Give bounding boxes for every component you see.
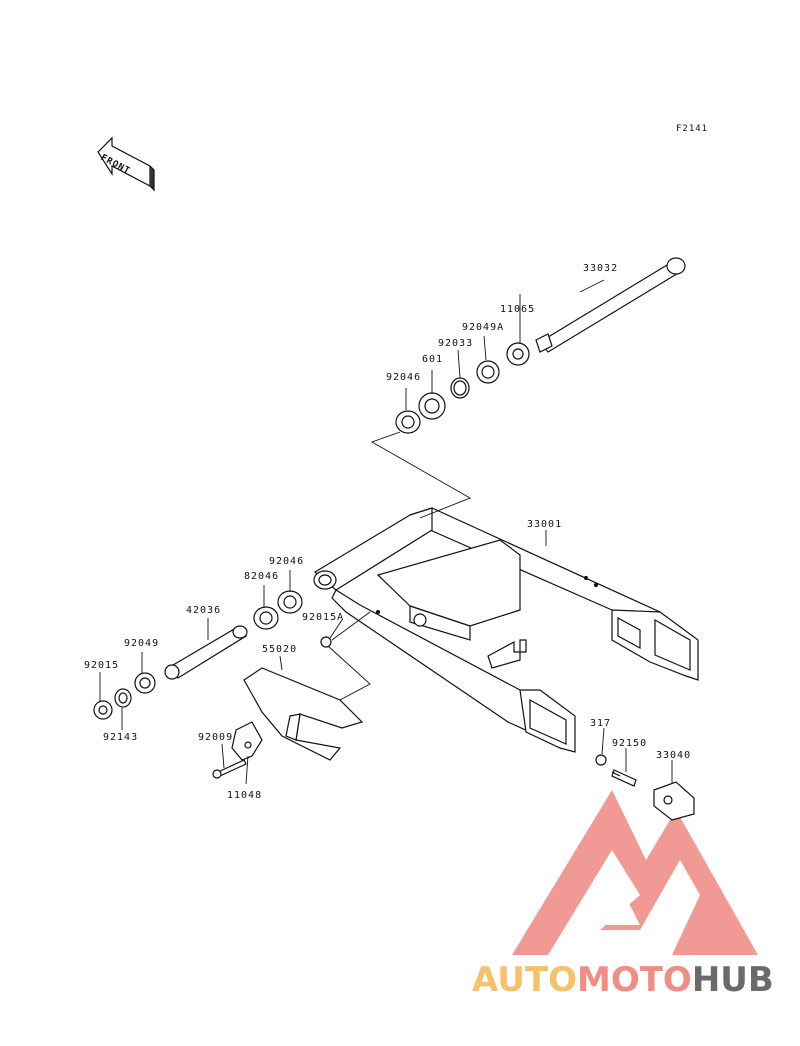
cap-92015 xyxy=(93,700,113,720)
adjuster-bolt-92150 xyxy=(611,769,637,787)
bolt-92009 xyxy=(212,759,247,779)
watermark-brand: AUTOMOTOHUB xyxy=(472,960,774,1000)
part-label-601: 601 xyxy=(422,354,444,365)
part-label-11065: 11065 xyxy=(500,304,536,315)
leader-lines xyxy=(99,279,673,785)
bearing-92046-lower xyxy=(277,590,303,614)
part-label-317: 317 xyxy=(590,718,612,729)
part-label-33040: 33040 xyxy=(656,750,692,761)
part-label-92046-lower: 92046 xyxy=(269,556,305,567)
part-label-92046-upper: 92046 xyxy=(386,372,422,383)
cap-92015A xyxy=(320,636,332,648)
part-label-33001: 33001 xyxy=(527,519,563,530)
collar-92143 xyxy=(114,688,132,708)
nut-317 xyxy=(595,754,607,766)
watermark-logo-icon xyxy=(512,790,758,955)
part-label-92009: 92009 xyxy=(198,732,234,743)
collar-11065 xyxy=(506,342,530,366)
chain-guide-55020 xyxy=(243,667,364,761)
bearing-601 xyxy=(418,392,446,420)
pivot-shaft-33032 xyxy=(535,257,686,353)
part-label-92143: 92143 xyxy=(103,732,139,743)
front-arrow-icon xyxy=(97,136,155,192)
part-label-92015A: 92015A xyxy=(302,612,345,623)
seal-92049A xyxy=(476,360,500,384)
part-label-92015: 92015 xyxy=(84,660,120,671)
bearing-92046-upper xyxy=(395,410,421,434)
part-label-11048: 11048 xyxy=(227,790,263,801)
part-label-92049: 92049 xyxy=(124,638,160,649)
watermark-word-hub: HUB xyxy=(691,960,774,1000)
bracket-11048 xyxy=(231,721,263,761)
block-33040 xyxy=(653,781,695,821)
watermark-word-auto: AUTO xyxy=(472,960,577,1000)
seal-92049 xyxy=(134,672,156,694)
watermark-word-moto: MOTO xyxy=(576,960,692,1000)
part-label-82046: 82046 xyxy=(244,571,280,582)
part-label-55020: 55020 xyxy=(262,644,298,655)
sleeve-42036 xyxy=(164,625,248,680)
part-label-42036: 42036 xyxy=(186,605,222,616)
swingarm-33001 xyxy=(313,507,699,753)
part-label-92033: 92033 xyxy=(438,338,474,349)
circlip-92033 xyxy=(450,377,470,399)
diagram-code: F2141 xyxy=(676,124,709,134)
part-label-92150: 92150 xyxy=(612,738,648,749)
part-label-92049A: 92049A xyxy=(462,322,505,333)
part-label-33032: 33032 xyxy=(583,263,619,274)
bearing-82046 xyxy=(253,606,279,630)
